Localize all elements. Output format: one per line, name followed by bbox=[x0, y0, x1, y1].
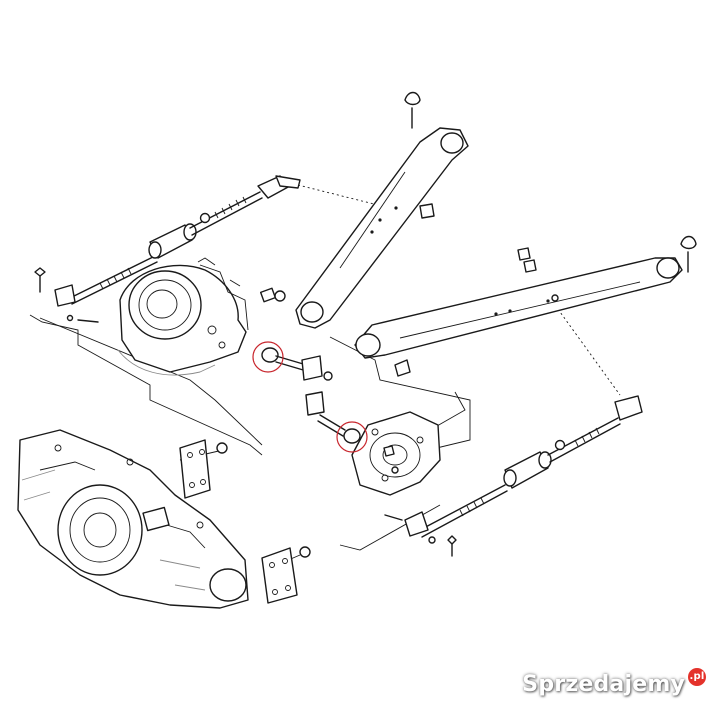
left-axle-housing bbox=[117, 257, 277, 376]
center-pin-lower bbox=[305, 391, 361, 444]
lower-link-pin bbox=[680, 235, 697, 273]
watermark-logo: Sprzedajemy.pl bbox=[522, 668, 706, 706]
highlight-bushing-upper bbox=[252, 341, 284, 373]
highlight-bushing-lower bbox=[336, 421, 368, 453]
top-link-pin bbox=[404, 91, 421, 129]
watermark-brand: Sprzedajemy bbox=[522, 672, 685, 697]
watermark-badge: .pl bbox=[688, 668, 706, 686]
lower-link-arm-right bbox=[354, 257, 683, 377]
right-flange-housing bbox=[351, 411, 441, 496]
right-stabilizer-turnbuckle bbox=[384, 395, 643, 557]
top-link-arm bbox=[295, 127, 469, 329]
mounting-bracket-upper bbox=[179, 439, 228, 499]
center-pin-upper bbox=[261, 347, 333, 381]
left-stabilizer-turnbuckle bbox=[34, 175, 301, 323]
fasteners bbox=[274, 247, 559, 474]
transmission-housing bbox=[17, 429, 249, 609]
mounting-bracket-lower bbox=[261, 546, 311, 604]
